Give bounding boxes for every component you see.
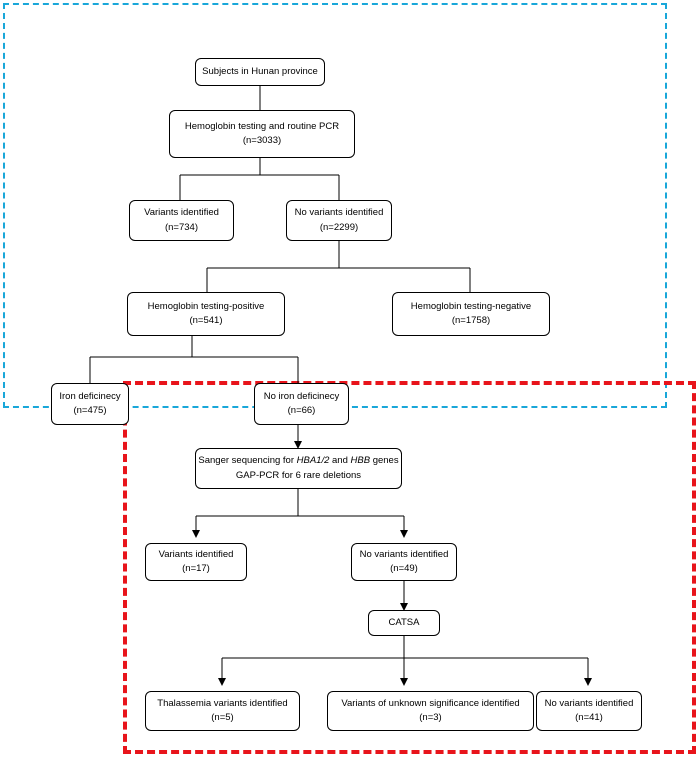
node-hemoglobin-negative-label: Hemoglobin testing-negative (410, 300, 532, 312)
node-unknown-significance-label: Variants of unknown significance identif… (341, 697, 520, 709)
node-thalassemia-variants-label: Thalassemia variants identified (157, 697, 288, 709)
node-testing-count: (n=3033) (242, 135, 282, 146)
node-variants-identified-1-label: Variants identified (144, 207, 219, 219)
node-hemoglobin-positive-count: (n=541) (189, 315, 223, 326)
node-variants-identified-1: Variants identified (n=734) (129, 200, 234, 241)
node-no-iron-deficiency-count: (n=66) (287, 405, 316, 416)
sanger-gene1: HBA1/2 (296, 455, 330, 467)
node-no-iron-deficiency: No iron deficinecy (n=66) (254, 383, 349, 425)
node-variants-identified-2: Variants identified (n=17) (145, 543, 247, 581)
node-testing: Hemoglobin testing and routine PCR (n=30… (169, 110, 355, 158)
node-no-iron-deficiency-label: No iron deficinecy (263, 390, 340, 402)
sanger-prefix: Sanger sequencing for (198, 455, 297, 467)
node-no-variants-identified-3: No variants identified (n=41) (536, 691, 642, 731)
node-testing-label: Hemoglobin testing and routine PCR (184, 120, 340, 132)
sanger-gene2: HBB (350, 455, 371, 467)
node-subjects-label: Subjects in Hunan province (202, 65, 318, 77)
red-dashdot-frame (123, 381, 696, 754)
node-unknown-significance-count: (n=3) (419, 712, 442, 723)
node-iron-deficiency: Iron deficinecy (n=475) (51, 383, 129, 425)
node-thalassemia-variants-count: (n=5) (211, 712, 234, 723)
node-no-variants-identified-3-count: (n=41) (575, 712, 603, 723)
node-no-variants-identified-2-label: No variants identified (359, 548, 449, 560)
node-hemoglobin-positive: Hemoglobin testing-positive (n=541) (127, 292, 285, 336)
node-unknown-significance: Variants of unknown significance identif… (327, 691, 534, 731)
node-sanger-line2: GAP-PCR for 6 rare deletions (235, 469, 362, 481)
node-no-variants-identified-2: No variants identified (n=49) (351, 543, 457, 581)
node-sanger-line1: Sanger sequencing for HBA1/2 and HBB gen… (198, 454, 398, 468)
node-no-variants-identified-1-label: No variants identified (294, 207, 384, 219)
node-catsa: CATSA (368, 610, 440, 636)
node-variants-identified-1-count: (n=734) (164, 221, 198, 233)
node-subjects: Subjects in Hunan province (195, 58, 325, 86)
node-thalassemia-variants: Thalassemia variants identified (n=5) (145, 691, 300, 731)
node-variants-identified-2-count: (n=17) (182, 563, 210, 574)
node-iron-deficiency-count: (n=475) (73, 405, 107, 416)
node-no-variants-identified-2-count: (n=49) (390, 563, 418, 574)
node-hemoglobin-negative: Hemoglobin testing-negative (n=1758) (392, 292, 550, 336)
sanger-middle: and (329, 455, 351, 467)
node-variants-identified-2-label: Variants identified (158, 548, 234, 560)
node-no-variants-identified-1-count: (n=2299) (319, 221, 359, 233)
sanger-suffix: genes (370, 455, 399, 467)
node-no-variants-identified-3-label: No variants identified (544, 697, 634, 709)
node-sanger-sequencing: Sanger sequencing for HBA1/2 and HBB gen… (195, 448, 402, 489)
node-hemoglobin-positive-label: Hemoglobin testing-positive (147, 300, 265, 312)
node-hemoglobin-negative-count: (n=1758) (451, 315, 491, 326)
node-catsa-label: CATSA (388, 616, 420, 628)
node-no-variants-identified-1: No variants identified (n=2299) (286, 200, 392, 241)
node-iron-deficiency-label: Iron deficinecy (59, 390, 121, 402)
